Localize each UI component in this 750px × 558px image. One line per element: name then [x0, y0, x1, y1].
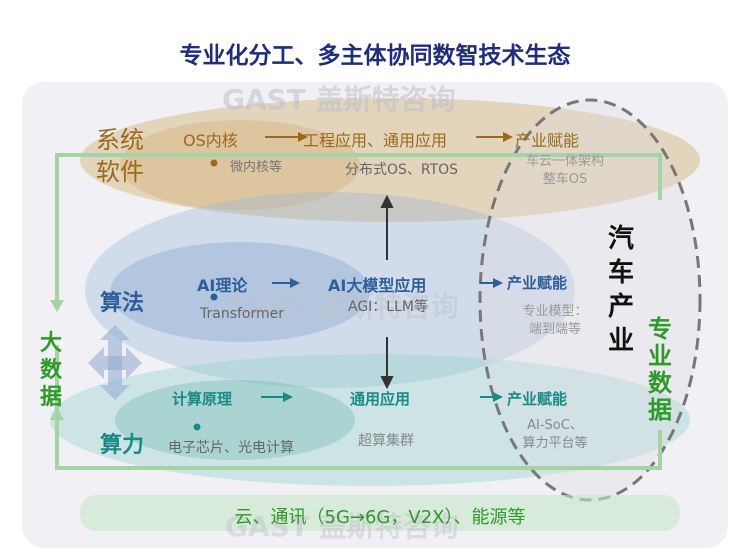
agi-llm: AGI：LLM等	[348, 299, 428, 315]
pro-data-label: 专业数据	[648, 315, 672, 424]
chips: 电子芯片、光电计算	[168, 440, 294, 456]
infrastructure-label: 云、通讯（5G→6G，V2X）、能源等	[234, 507, 526, 528]
bidirectional-arrow-icon	[88, 325, 142, 400]
big-data-label: 大数据	[40, 331, 63, 410]
engineering-apps: 工程应用、通用应用	[303, 131, 448, 150]
compute-principle: 计算原理	[172, 390, 233, 408]
os-kernel: OS内核	[183, 131, 238, 150]
flow-arrows	[261, 132, 513, 402]
page-title: 专业化分工、多主体协同数智技术生态	[179, 43, 571, 69]
algorithm-label: 算法	[100, 291, 145, 316]
bullet-icon	[210, 159, 218, 167]
compute-inner-ellipse	[115, 380, 355, 460]
algorithm-ellipse	[85, 192, 575, 388]
algorithm-empowerment-desc: 专业模型： 端到端等	[505, 303, 605, 339]
desc-line: 端到端等	[528, 322, 581, 337]
software-ellipse	[80, 98, 700, 222]
watermark: GAST 盖斯特咨询	[225, 290, 459, 323]
vertical-arrows	[380, 194, 394, 390]
ai-theory: AI理论	[197, 276, 248, 295]
compute-ellipse	[50, 354, 690, 486]
software-empowerment-desc: 车云一体架构整车OS	[515, 153, 615, 189]
watermark: GAST 盖斯特咨询	[225, 510, 459, 543]
microkernel: 微内核等	[230, 160, 283, 175]
general-apps: 通用应用	[350, 390, 411, 408]
watermark: GAST 盖斯特咨询	[222, 83, 456, 116]
supercomputing: 超算集群	[358, 433, 414, 449]
algorithm-inner-ellipse	[110, 242, 370, 342]
software-label: 系统软件	[96, 124, 144, 188]
software-label-line: 系统	[96, 126, 144, 154]
auto-industry-label: 汽车产业	[608, 224, 635, 356]
desc-line: 专业模型：	[522, 304, 588, 319]
background-panel	[22, 82, 728, 548]
desc-line: AI-SoC、	[527, 418, 583, 433]
transformer: Transformer	[200, 306, 285, 322]
compute-empowerment: 产业赋能	[507, 390, 568, 408]
desc-line: 整车OS	[542, 172, 588, 187]
desc-line: 车云一体架构	[525, 154, 604, 169]
loop-arrow-icon	[50, 408, 64, 420]
distributed-os: 分布式OS、RTOS	[345, 162, 459, 178]
loop-arrow-icon	[50, 300, 64, 312]
compute-label: 算力	[100, 433, 145, 458]
infrastructure-bar	[80, 495, 680, 531]
green-data-loop	[55, 153, 662, 470]
bullet-icon	[210, 293, 218, 301]
software-empowerment: 产业赋能	[515, 131, 580, 150]
desc-line: 算力平台等	[522, 436, 588, 451]
software-inner-ellipse	[120, 120, 360, 210]
ai-large-model: AI大模型应用	[328, 276, 427, 295]
algorithm-empowerment: 产业赋能	[507, 274, 568, 292]
software-label-line: 软件	[96, 158, 144, 186]
bullet-icon	[193, 423, 201, 431]
compute-empowerment-desc: AI-SoC、算力平台等	[505, 417, 605, 453]
